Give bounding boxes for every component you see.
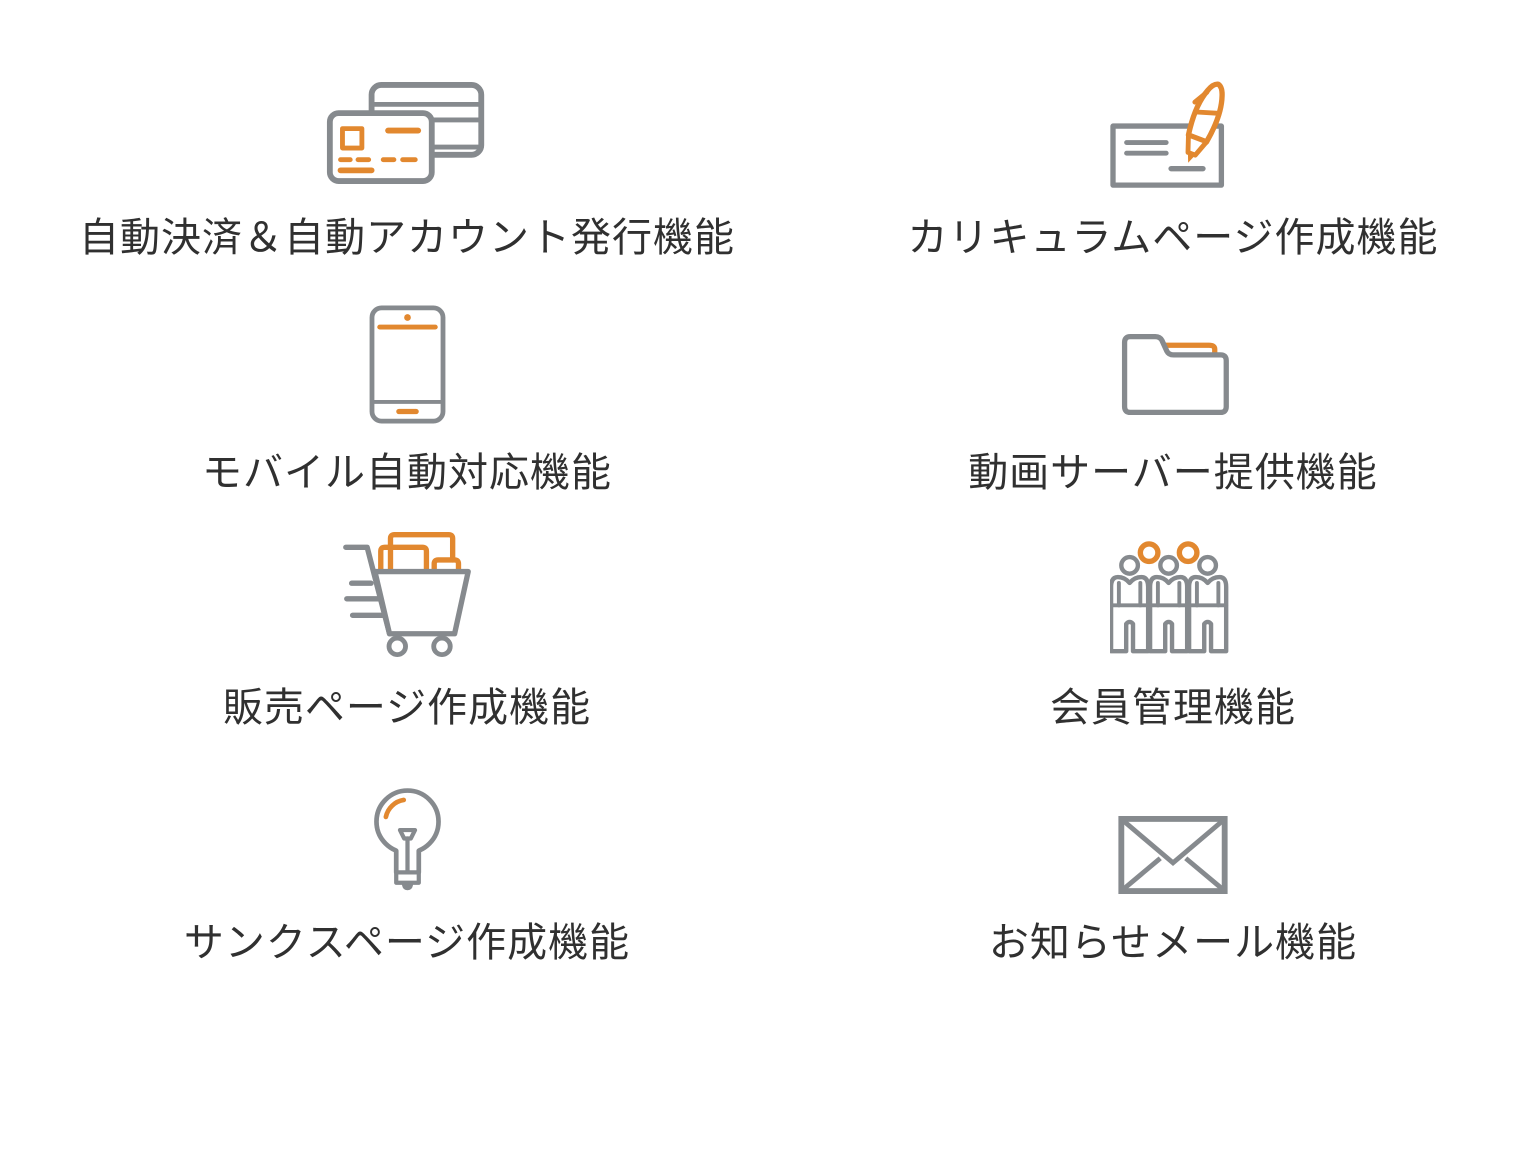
feature-item-auto-payment: 自動決済＆自動アカウント発行機能 xyxy=(0,28,814,263)
folder-icon xyxy=(1115,326,1232,424)
feature-label: 動画サーバー提供機能 xyxy=(968,451,1378,495)
feature-label: モバイル自動対応機能 xyxy=(202,451,612,495)
people-icon xyxy=(1109,540,1237,659)
pen-writing-icon xyxy=(1110,69,1236,189)
feature-label: 会員管理機能 xyxy=(1050,686,1296,730)
smartphone-icon xyxy=(369,305,446,424)
feature-item-member-management: 会員管理機能 xyxy=(814,498,1532,733)
feature-label: 販売ページ作成機能 xyxy=(222,686,592,730)
credit-cards-icon xyxy=(325,77,490,189)
feature-label: お知らせメール機能 xyxy=(988,921,1358,965)
features-grid: 自動決済＆自動アカウント発行機能 カリキュラムページ xyxy=(0,28,1532,968)
shopping-cart-icon xyxy=(339,523,475,659)
feature-item-thanks-page: サンクスページ作成機能 xyxy=(0,733,814,968)
feature-label: 自動決済＆自動アカウント発行機能 xyxy=(79,216,735,260)
feature-item-curriculum-page: カリキュラムページ作成機能 xyxy=(814,28,1532,263)
feature-item-sales-page: 販売ページ作成機能 xyxy=(0,498,814,733)
lightbulb-icon xyxy=(365,784,450,894)
feature-item-notification-mail: お知らせメール機能 xyxy=(814,733,1532,968)
feature-label: カリキュラムページ作成機能 xyxy=(907,216,1439,260)
feature-item-video-server: 動画サーバー提供機能 xyxy=(814,263,1532,498)
feature-label: サンクスページ作成機能 xyxy=(183,921,631,965)
feature-item-mobile-support: モバイル自動対応機能 xyxy=(0,263,814,498)
envelope-icon xyxy=(1118,816,1228,894)
